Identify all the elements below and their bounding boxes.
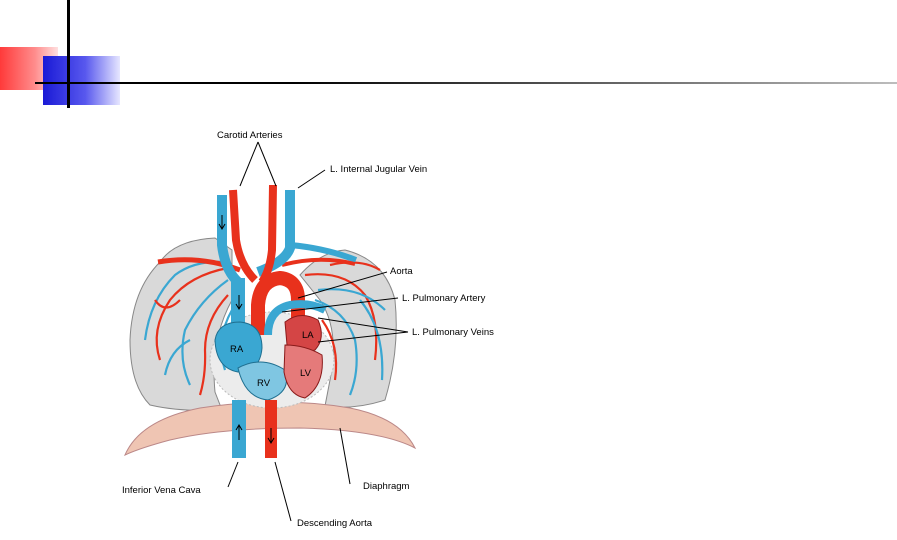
leader-lines (227, 141, 409, 522)
label-descending-aorta: Descending Aorta (297, 518, 373, 529)
right-ventricle (237, 361, 288, 401)
rv-label: RV (257, 378, 271, 389)
label-internal-jugular-vein: L. Internal Jugular Vein (330, 164, 427, 175)
label-pulmonary-veins: L. Pulmonary Veins (412, 327, 494, 338)
ra-label: RA (230, 344, 244, 355)
flow-arrows (218, 215, 275, 444)
label-aorta: Aorta (390, 266, 413, 277)
heart-circulation-diagram: RA RV LA LV Carotid Arteries (122, 130, 494, 529)
left-subclavian-vein (289, 242, 358, 263)
aortic-arch (251, 270, 305, 335)
lv-label: LV (300, 368, 312, 379)
label-pulmonary-artery: L. Pulmonary Artery (402, 293, 486, 304)
label-inferior-vena-cava: Inferior Vena Cava (122, 485, 201, 496)
label-diaphragm: Diaphragm (363, 481, 410, 492)
la-label: LA (302, 330, 314, 341)
left-subclavian-artery (281, 257, 356, 267)
left-internal-jugular-vein (256, 190, 295, 277)
diaphragm (124, 401, 417, 457)
blue-accent-square (43, 56, 120, 105)
label-carotid-arteries: Carotid Arteries (217, 130, 283, 141)
left-ventricle (283, 344, 323, 399)
title-underline (35, 82, 897, 84)
pulmonary-artery (264, 300, 327, 336)
right-atrium (214, 321, 263, 373)
right-carotid-artery (229, 189, 258, 283)
vertical-rule (67, 0, 70, 108)
